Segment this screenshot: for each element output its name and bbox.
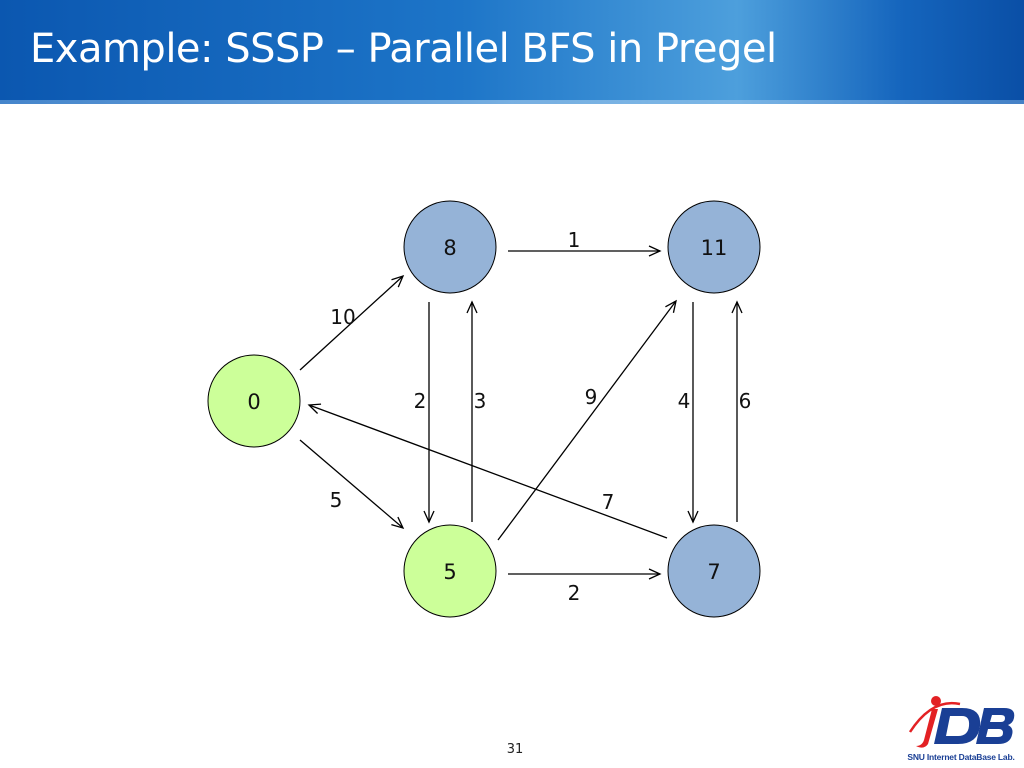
edge-7-to-0 xyxy=(307,403,668,539)
node-label: 5 xyxy=(443,560,456,584)
node-label: 7 xyxy=(707,560,720,584)
edge-label-0-5: 5 xyxy=(330,488,343,512)
node-label: 8 xyxy=(443,236,456,260)
idb-logo-mark xyxy=(908,696,1015,748)
node-label: 0 xyxy=(247,390,260,414)
idb-logo: SNU Internet DataBase Lab. xyxy=(902,692,1020,766)
node-7: 7 xyxy=(667,524,761,618)
edge-5-to-11 xyxy=(497,299,677,541)
node-8: 8 xyxy=(403,200,497,294)
edge-label-7-0: 7 xyxy=(602,490,615,514)
edge-label-8-5: 2 xyxy=(414,389,427,413)
edge-label-5-11: 9 xyxy=(585,385,598,409)
edge-0-to-5 xyxy=(299,439,405,530)
page-number: 31 xyxy=(506,742,524,757)
edge-label-7-11: 6 xyxy=(739,389,752,413)
edge-label-8-11: 1 xyxy=(568,228,581,252)
title-bar: Example: SSSP – Parallel BFS in Pregel xyxy=(0,0,1024,104)
edge-label-5-8: 3 xyxy=(474,389,487,413)
logo-caption: SNU Internet DataBase Lab. xyxy=(907,752,1015,762)
edge-label-5-7: 2 xyxy=(568,581,581,605)
node-5: 5 xyxy=(403,524,497,618)
node-0: 0 xyxy=(207,354,301,448)
edge-label-11-7: 4 xyxy=(678,389,691,413)
slide-title: Example: SSSP – Parallel BFS in Pregel xyxy=(30,26,777,72)
node-label: 11 xyxy=(701,236,728,260)
edge-0-to-8 xyxy=(299,274,405,371)
node-11: 11 xyxy=(667,200,761,294)
edge-label-0-8: 10 xyxy=(330,305,355,329)
